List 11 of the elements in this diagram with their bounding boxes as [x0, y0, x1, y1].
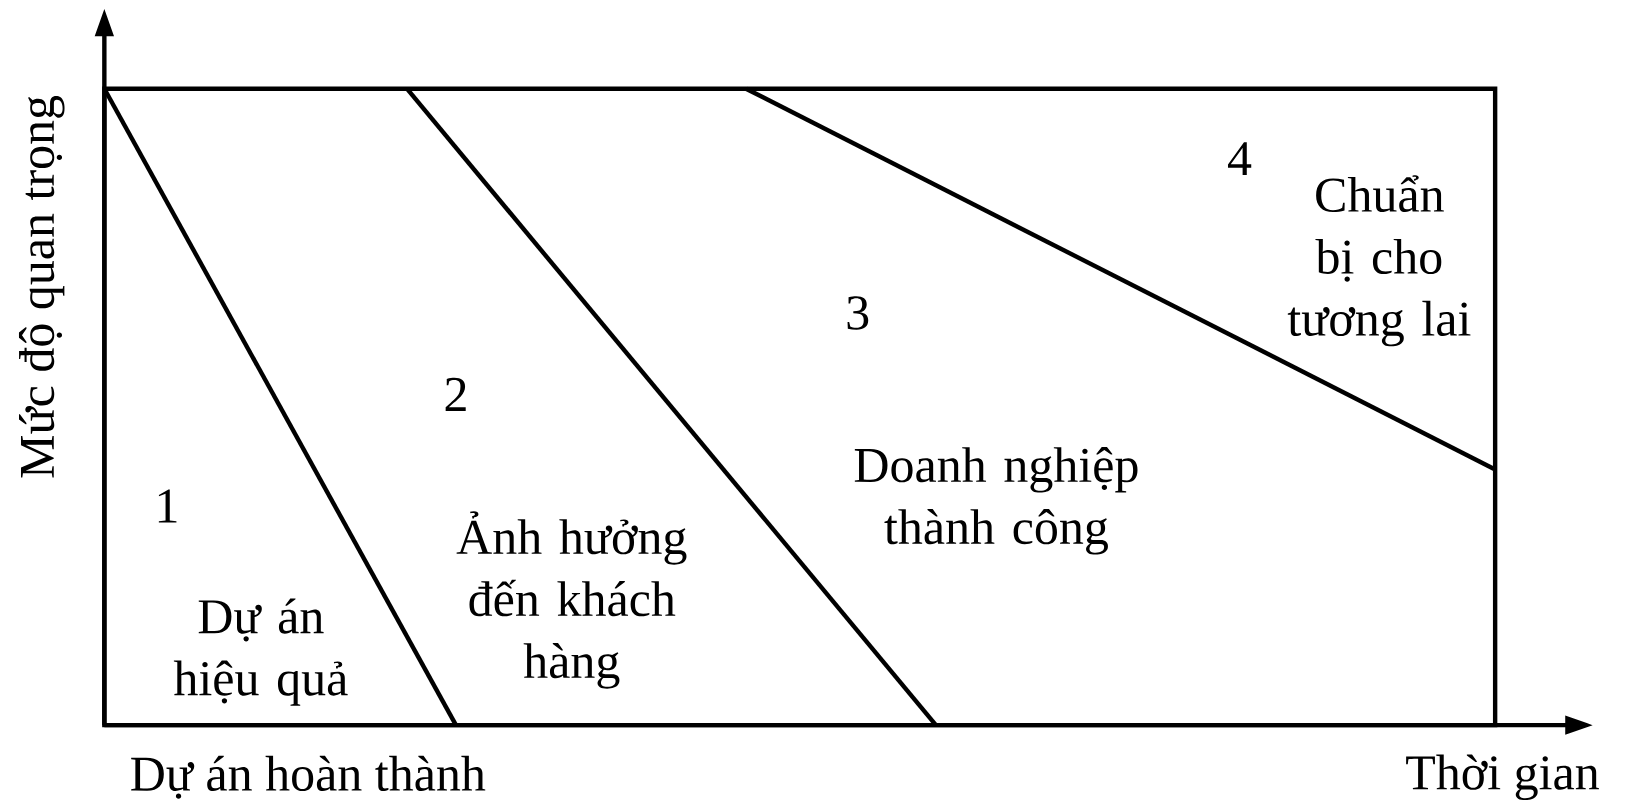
region-label: Chuẩn bị cho tương lai [1287, 175, 1471, 347]
region-label: Doanh nghiệp thành công [854, 446, 1138, 555]
axis-label: Dự án hoàn thành [131, 755, 486, 799]
region-number: 3 [847, 296, 869, 330]
axis-label: Mức độ quan trọng [18, 95, 65, 478]
region-number: 4 [1228, 141, 1252, 175]
axis-label: Thời gian [1406, 754, 1599, 800]
region-label: Dự án hiệu quả [173, 598, 348, 706]
region-number: 2 [445, 377, 466, 411]
region-label: Ảnh hưởng đến khách hàng [456, 511, 687, 689]
region-number: 1 [158, 489, 177, 523]
